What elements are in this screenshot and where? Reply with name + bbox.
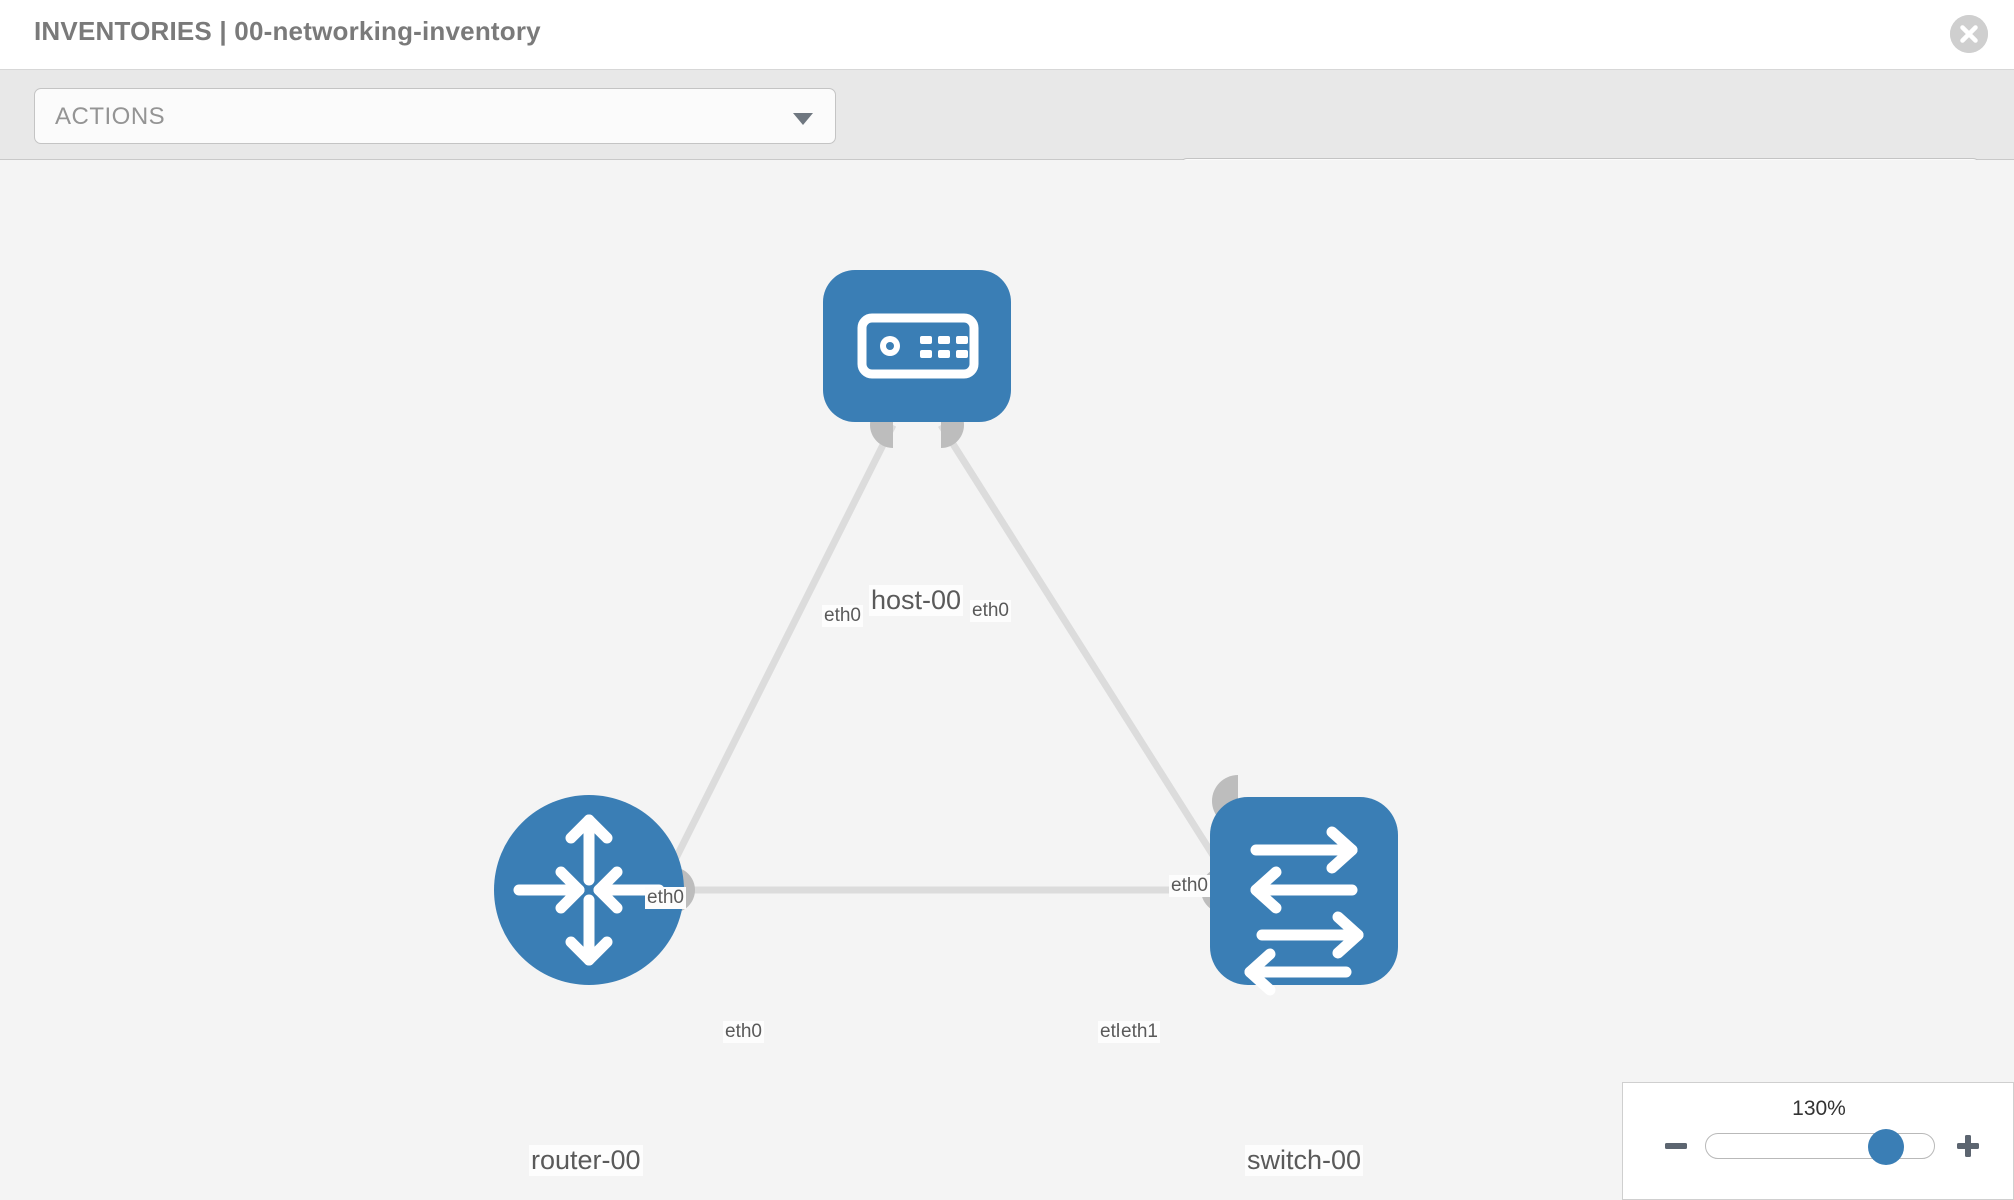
zoom-slider-thumb[interactable] xyxy=(1868,1129,1904,1165)
interface-label: eth0 xyxy=(1169,875,1210,897)
close-button[interactable] xyxy=(1950,15,1988,53)
node-label-host-00: host-00 xyxy=(869,585,964,616)
node-host-00[interactable] xyxy=(823,270,1011,422)
zoom-level-label: 130% xyxy=(1792,1097,1846,1120)
graph-edges xyxy=(656,423,1238,894)
page-header: INVENTORIES | 00-networking-inventory xyxy=(0,0,2014,70)
zoom-in-button[interactable] xyxy=(1953,1131,1983,1161)
router-icon xyxy=(513,814,665,966)
node-router-00[interactable] xyxy=(494,795,684,985)
interface-label: eth0 xyxy=(723,1021,764,1043)
node-switch-00[interactable] xyxy=(1210,797,1398,996)
plus-icon xyxy=(1957,1135,1979,1157)
zoom-slider-track[interactable] xyxy=(1705,1129,1935,1165)
switch-icon xyxy=(1244,826,1364,996)
edge-host00-switch00[interactable] xyxy=(938,423,1238,892)
interface-label: eth0 xyxy=(645,887,686,909)
topology-graph xyxy=(494,270,1398,996)
server-icon xyxy=(857,313,979,379)
topology-canvas[interactable]: eth0 eth0 eth0 eth0 eth0 eth eth1 host-0… xyxy=(0,160,2014,1200)
chevron-down-icon xyxy=(793,113,813,125)
minus-icon xyxy=(1665,1143,1687,1149)
graph-connectors xyxy=(672,402,1238,913)
edge-host00-router00[interactable] xyxy=(656,423,897,892)
actions-dropdown[interactable]: ACTIONS xyxy=(34,88,836,144)
interface-label: eth1 xyxy=(1119,1021,1160,1043)
zoom-control-panel: 130% xyxy=(1622,1082,2014,1200)
close-icon xyxy=(1950,15,1988,53)
interface-label: eth0 xyxy=(822,605,863,627)
actions-dropdown-label: ACTIONS xyxy=(55,103,166,130)
zoom-out-button[interactable] xyxy=(1661,1131,1691,1161)
page-title: INVENTORIES | 00-networking-inventory xyxy=(34,16,541,46)
node-label-router-00: router-00 xyxy=(529,1145,643,1176)
interface-label: eth0 xyxy=(970,600,1011,622)
toolbar: ACTIONS SEARCH xyxy=(0,70,2014,214)
node-label-switch-00: switch-00 xyxy=(1245,1145,1364,1176)
